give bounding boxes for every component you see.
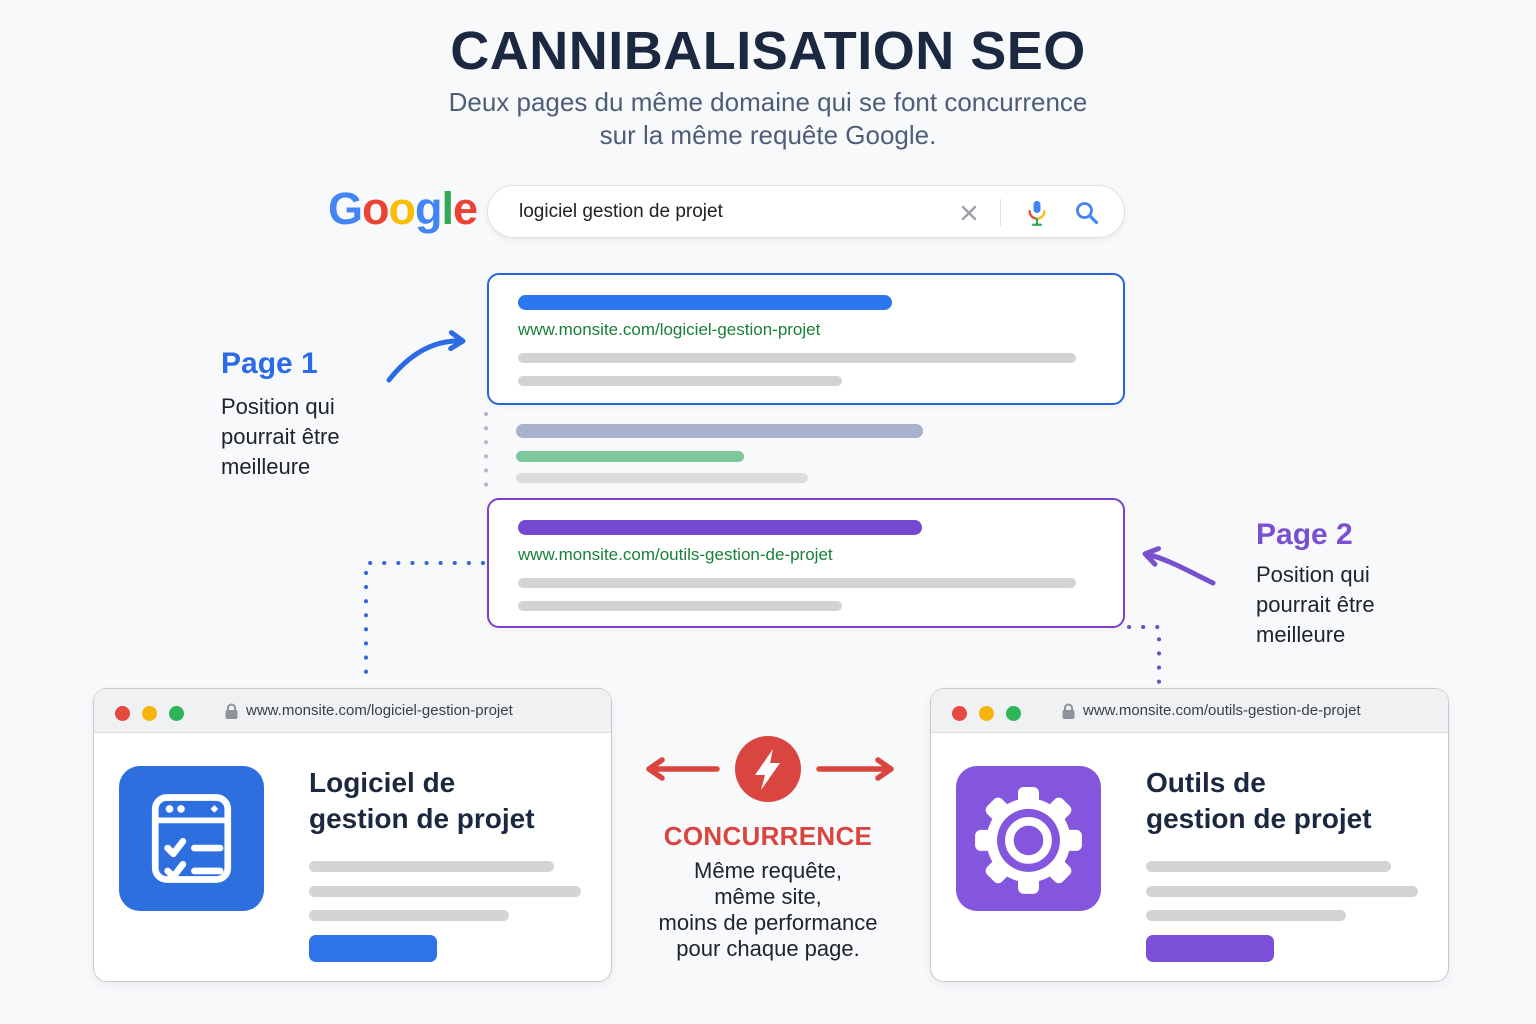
page-subtitle-line2: sur la même requête Google. xyxy=(599,120,937,150)
google-logo-letter: l xyxy=(441,183,454,234)
google-logo: Google xyxy=(328,183,478,235)
search-query-text[interactable]: logiciel gestion de projet xyxy=(519,201,723,222)
page1-arrow xyxy=(386,330,466,383)
browser-window-page2: www.monsite.com/outils-gestion-de-projet xyxy=(930,688,1449,982)
content-line-placeholder xyxy=(309,886,581,897)
lightning-bolt-icon xyxy=(735,736,801,802)
traffic-light-maximize[interactable] xyxy=(169,706,184,721)
mic-icon[interactable] xyxy=(1024,200,1050,226)
serp-result-page2[interactable]: www.monsite.com/outils-gestion-de-projet xyxy=(487,498,1125,628)
result2-url[interactable]: www.monsite.com/outils-gestion-de-projet xyxy=(518,545,833,564)
traffic-light-close[interactable] xyxy=(115,706,130,721)
traffic-light-maximize[interactable] xyxy=(1006,706,1021,721)
page1-label: Page 1 xyxy=(221,347,318,380)
other-result-url-placeholder xyxy=(516,451,744,462)
browser-header: www.monsite.com/outils-gestion-de-projet xyxy=(931,689,1448,733)
dotted-connector-left-browser xyxy=(364,561,485,687)
gear-icon xyxy=(956,766,1101,911)
result1-url[interactable]: www.monsite.com/logiciel-gestion-projet xyxy=(518,320,821,339)
result2-title-placeholder xyxy=(518,520,922,535)
concurrence-label: CONCURRENCE xyxy=(663,821,873,851)
browser-header: www.monsite.com/logiciel-gestion-projet xyxy=(94,689,611,733)
searchbar-divider xyxy=(1000,199,1001,226)
page-subtitle-line1: Deux pages du même domaine qui se font c… xyxy=(448,87,1088,117)
other-result-title-placeholder xyxy=(516,424,923,438)
cta-button-placeholder[interactable] xyxy=(309,935,437,962)
google-logo-letter: G xyxy=(328,183,363,234)
page2-arrow xyxy=(1142,546,1216,586)
result2-snippet-line xyxy=(518,578,1076,588)
browser-url[interactable]: www.monsite.com/logiciel-gestion-projet xyxy=(246,702,513,719)
page2-description: Position qui pourrait être meilleure xyxy=(1256,562,1375,647)
content-line-placeholder xyxy=(309,910,509,921)
other-result-snippet-placeholder xyxy=(516,473,808,483)
google-logo-letter: o xyxy=(362,183,389,234)
google-logo-letter: g xyxy=(415,183,442,234)
checklist-window-icon xyxy=(119,766,264,911)
content-line-placeholder xyxy=(1146,861,1391,872)
browser-window-page1: www.monsite.com/logiciel-gestion-projet … xyxy=(93,688,612,982)
page2-label: Page 2 xyxy=(1256,518,1353,551)
page-title: CANNIBALISATION SEO xyxy=(450,21,1086,81)
cta-button-placeholder[interactable] xyxy=(1146,935,1274,962)
page-heading: Logiciel de gestion de projet xyxy=(309,767,535,834)
traffic-light-minimize[interactable] xyxy=(979,706,994,721)
browser-url[interactable]: www.monsite.com/outils-gestion-de-projet xyxy=(1083,702,1361,719)
clear-icon[interactable] xyxy=(956,200,982,226)
serp-result-page1[interactable]: www.monsite.com/logiciel-gestion-projet xyxy=(487,273,1125,405)
result1-title-placeholder xyxy=(518,295,892,310)
result1-snippet-line xyxy=(518,376,842,386)
search-icon[interactable] xyxy=(1074,200,1100,226)
content-line-placeholder xyxy=(1146,886,1418,897)
lock-icon xyxy=(225,703,238,719)
content-line-placeholder xyxy=(309,861,554,872)
content-line-placeholder xyxy=(1146,910,1346,921)
google-logo-letter: o xyxy=(388,183,416,234)
google-logo-letter: e xyxy=(453,183,478,234)
page-heading: Outils de gestion de projet xyxy=(1146,767,1372,834)
concurrence-description: Même requête, même site, moins de perfor… xyxy=(658,858,878,961)
lock-icon xyxy=(1062,703,1075,719)
result2-snippet-line xyxy=(518,601,842,611)
dotted-connector-right-browser xyxy=(1127,625,1161,687)
page1-description: Position qui pourrait être meilleure xyxy=(221,394,340,479)
result1-snippet-line xyxy=(518,353,1076,363)
traffic-light-minimize[interactable] xyxy=(142,706,157,721)
traffic-light-close[interactable] xyxy=(952,706,967,721)
google-search-bar[interactable]: logiciel gestion de projet xyxy=(487,185,1125,238)
